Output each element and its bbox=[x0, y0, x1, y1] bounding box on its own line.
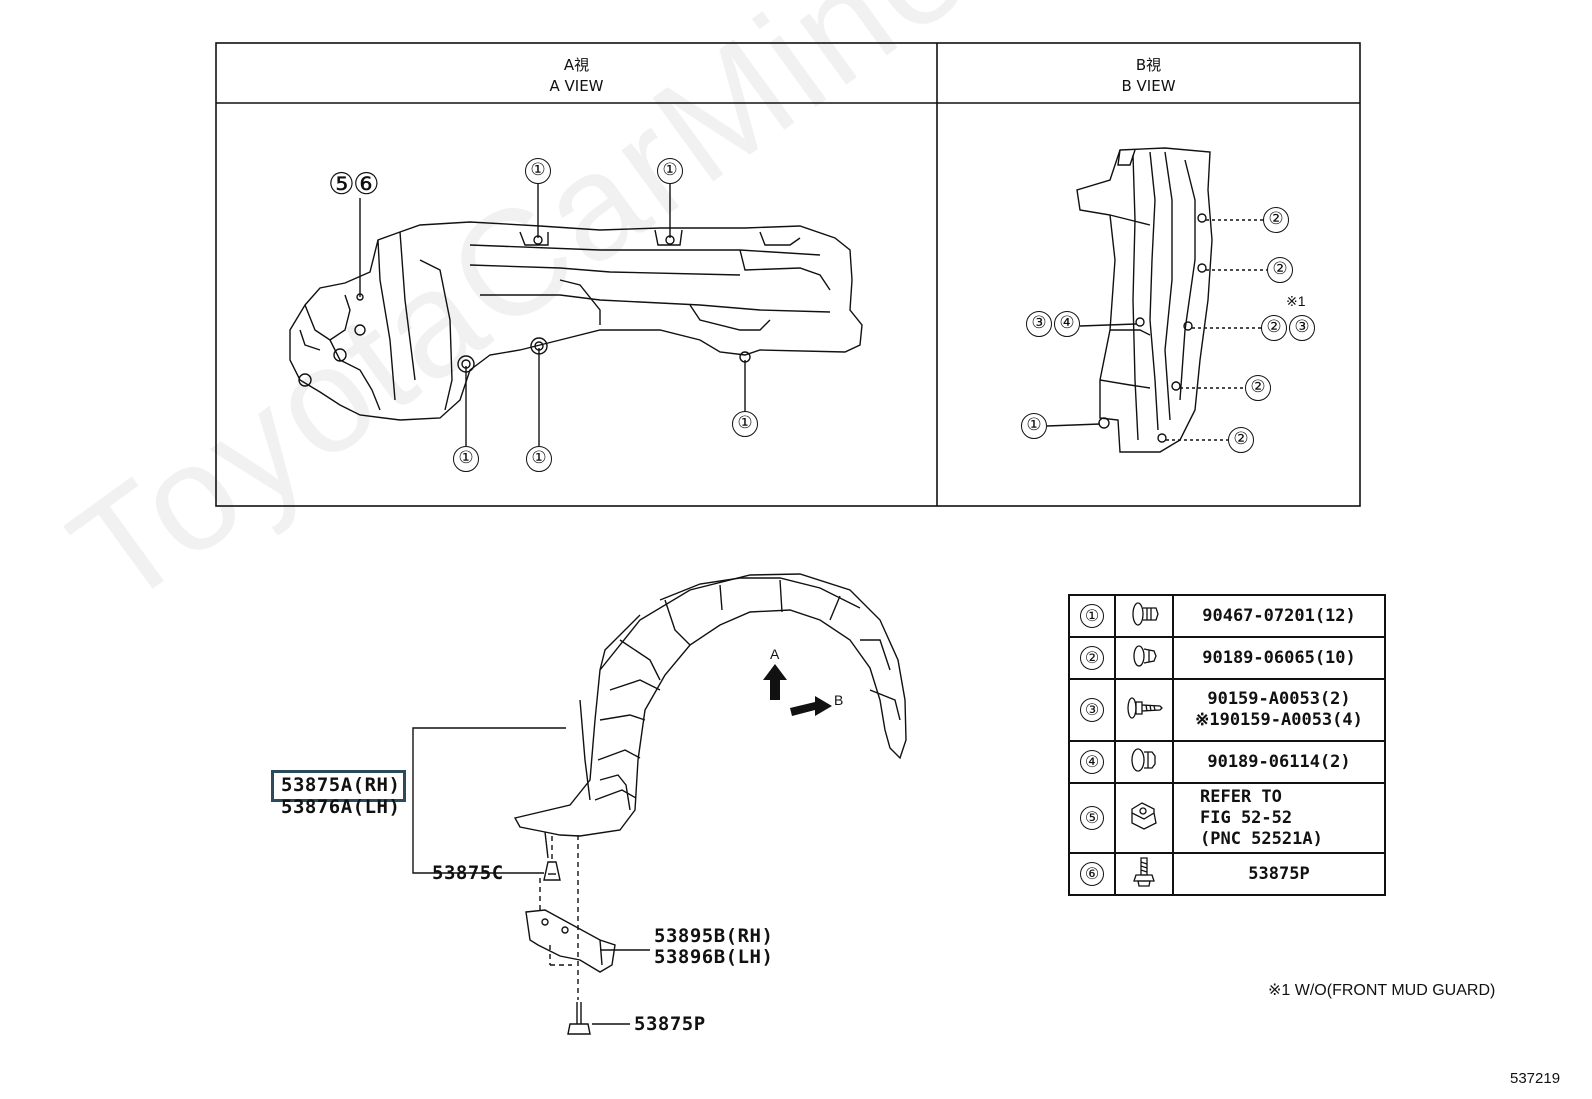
legend-row: ⑥ 53875P bbox=[1068, 852, 1386, 896]
callout-5-6: ⑤⑥ bbox=[328, 167, 380, 202]
legend-part-number[interactable]: 90159-A0053(2) bbox=[1207, 689, 1351, 709]
footnote: ※1 W/O(FRONT MUD GUARD) bbox=[1268, 982, 1496, 999]
arrow-b-icon bbox=[790, 696, 832, 716]
b-view-note-mark: ※1 bbox=[1286, 293, 1306, 309]
callout-4: ④ bbox=[1054, 311, 1080, 337]
bracket-drawing bbox=[525, 909, 616, 973]
part-liner-rh[interactable]: 53875A(RH) bbox=[281, 774, 401, 796]
legend-row: ⑤ REFER TO FIG 52-52 (PNC 52521A) bbox=[1068, 782, 1386, 854]
part-liner-lh[interactable]: 53876A(LH) bbox=[281, 796, 401, 818]
b-view-part bbox=[1076, 147, 1213, 453]
arrow-b-label: B bbox=[834, 692, 844, 708]
legend-row: ③ 90159-A0053(2) ※190159-A0053(4) bbox=[1068, 678, 1386, 742]
callout-2-e: ② bbox=[1228, 427, 1254, 453]
callout-1-c: ① bbox=[453, 446, 479, 472]
callout-3-a: ③ bbox=[1289, 315, 1315, 341]
nut-clip-icon bbox=[1114, 782, 1174, 854]
figure-id: 537219 bbox=[1510, 1070, 1561, 1087]
fastener-legend-table: ① 90467-07201(12) ② 90189-06065(10) ③ 90… bbox=[1068, 594, 1386, 896]
assembly-dashes bbox=[539, 835, 579, 1000]
legend-part-number[interactable]: 90189-06114(2) bbox=[1207, 751, 1351, 772]
views-frame bbox=[215, 42, 1361, 507]
highlight-box bbox=[271, 770, 406, 802]
b-view-title-en: B VIEW bbox=[1121, 77, 1176, 95]
legend-num: ① bbox=[1080, 604, 1104, 628]
legend-reference-line[interactable]: FIG 52-52 bbox=[1200, 807, 1293, 828]
legend-part-number[interactable]: 53875P bbox=[1248, 863, 1310, 884]
part-bolt[interactable]: 53875P bbox=[634, 1013, 706, 1035]
part-bracket-rh[interactable]: 53895B(RH) bbox=[654, 925, 774, 947]
main-leaders bbox=[412, 727, 650, 1025]
part-clip[interactable]: 53875C bbox=[432, 862, 504, 884]
a-view-header: A視 A VIEW bbox=[216, 55, 937, 97]
legend-part-number-alt[interactable]: ※190159-A0053(4) bbox=[1195, 710, 1363, 730]
legend-reference-line: (PNC 52521A) bbox=[1200, 828, 1323, 849]
legend-row: ② 90189-06065(10) bbox=[1068, 636, 1386, 680]
clip-icon bbox=[1114, 594, 1174, 638]
callout-3-b: ③ bbox=[1026, 311, 1052, 337]
a-view-title-jp: A視 bbox=[563, 56, 590, 74]
callout-2-b: ② bbox=[1267, 257, 1293, 283]
legend-reference-line: REFER TO bbox=[1200, 786, 1282, 807]
grommet-icon bbox=[1114, 740, 1174, 784]
legend-num: ⑤ bbox=[1080, 806, 1104, 830]
callout-1-b: ① bbox=[657, 158, 683, 184]
fender-liner-drawing bbox=[513, 573, 907, 859]
view-arrows bbox=[763, 664, 832, 716]
callout-2-c: ② bbox=[1261, 315, 1287, 341]
legend-row: ① 90467-07201(12) bbox=[1068, 594, 1386, 638]
legend-num: ④ bbox=[1080, 750, 1104, 774]
arrow-a-label: A bbox=[770, 646, 780, 662]
b-view-header: B視 B VIEW bbox=[937, 55, 1360, 97]
legend-part-number[interactable]: 90467-07201(12) bbox=[1202, 605, 1356, 626]
legend-num: ③ bbox=[1080, 698, 1104, 722]
legend-num: ② bbox=[1080, 646, 1104, 670]
legend-part-number[interactable]: 90189-06065(10) bbox=[1202, 647, 1356, 668]
part-bracket-lh[interactable]: 53896B(LH) bbox=[654, 946, 774, 968]
callout-2-d: ② bbox=[1245, 375, 1271, 401]
callout-1-f: ① bbox=[1021, 413, 1047, 439]
a-view-part bbox=[289, 221, 863, 421]
callout-2-a: ② bbox=[1263, 207, 1289, 233]
legend-row: ④ 90189-06114(2) bbox=[1068, 740, 1386, 784]
callout-1-a: ① bbox=[525, 158, 551, 184]
a-view-title-en: A VIEW bbox=[549, 77, 604, 95]
screw-icon bbox=[1114, 678, 1174, 742]
clip-drawing bbox=[543, 861, 561, 881]
b-view-leaders bbox=[1166, 219, 1267, 441]
callout-1-d: ① bbox=[526, 446, 552, 472]
push-clip-icon bbox=[1114, 636, 1174, 680]
a-view-leaders bbox=[359, 184, 746, 446]
arrow-a-icon bbox=[763, 664, 787, 700]
bolt-drawing bbox=[567, 1002, 591, 1035]
callout-1-e: ① bbox=[732, 411, 758, 437]
legend-num: ⑥ bbox=[1080, 862, 1104, 886]
b-view-title-jp: B視 bbox=[1135, 56, 1162, 74]
bolt-icon bbox=[1114, 852, 1174, 896]
